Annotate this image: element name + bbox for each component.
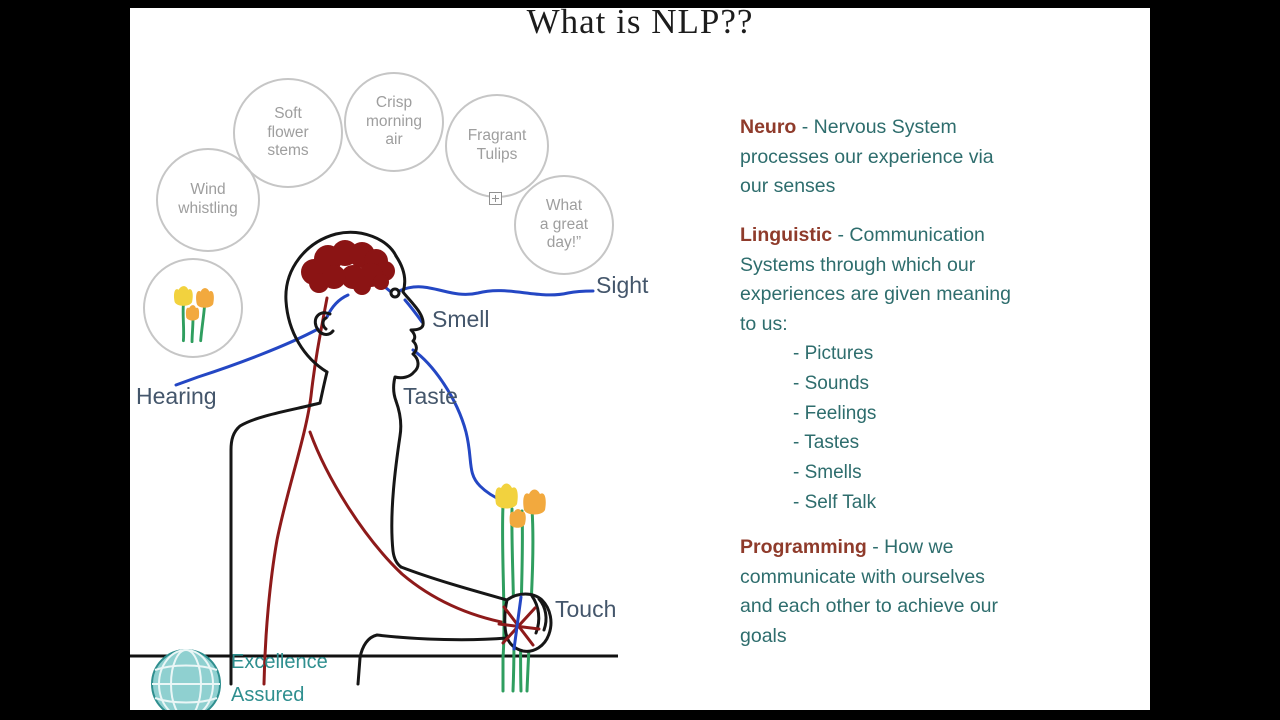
neck-back-shoulder-outline [229,370,329,686]
ear-icon [313,311,335,336]
nerve-taste-line [411,348,505,503]
globe-logo-icon [151,649,221,710]
thought-bubble-flowers-image [143,258,243,358]
hand-outline [503,592,553,653]
tulip-flowers-icon [495,483,546,528]
definition-body: - Nervous System processes our experienc… [740,116,994,197]
sense-label-smell: Smell [432,306,490,332]
person-senses-illustration [130,230,618,693]
torso-front-outline [390,399,403,569]
brain-icon [301,240,395,295]
definition-term: Linguistic [740,224,833,246]
logo-text-assured: Assured [231,684,305,706]
list-item: - Self Talk [793,491,877,513]
definition-body: - Communication Systems through which ou… [740,224,1012,335]
face-profile-outline [392,254,425,403]
nerve-sight-line [397,285,595,297]
sense-label-hearing: Hearing [136,383,217,409]
thought-bubble-label: Soft flower stems [267,104,309,160]
touch-nerve-cross [497,595,541,651]
nerve-lines [174,275,595,503]
tulips-icon [174,286,214,344]
thought-bubble-soft-flower-stems: Soft flower stems [233,78,343,188]
presentation-slide: What is NLP?? [130,8,1150,710]
page-title: What is NLP?? [526,8,754,41]
thought-bubble-crisp-morning-air: Crisp morning air [344,72,444,172]
definition-linguistic: Linguistic - Communication Systems throu… [740,221,1082,339]
thought-bubble-label: Crisp morning air [366,93,422,149]
list-item: - Smells [793,462,862,484]
definition-neuro: Neuro - Nervous System processes our exp… [740,113,1082,202]
head-outline [284,230,398,374]
thought-bubble-label: Wind whistling [178,181,238,217]
linguistic-items-list: - Pictures - Sounds - Feelings - Tastes … [793,339,876,518]
thought-bubble-wind: Wind whistling [156,148,260,252]
logo-text-excellence: Excellence [231,651,328,673]
forearm-top-outline [399,565,509,602]
definition-term: Neuro [740,116,797,138]
ear-inner-curl [321,316,328,331]
thought-bubble-fragrant-tulips: Fragrant Tulips [445,94,549,198]
forearm-bottom-outline [356,633,509,686]
list-item: - Pictures [793,343,874,364]
definition-body: - How we communicate with ourselves and … [740,536,999,647]
sense-label-touch: Touch [555,596,617,622]
sense-label-sight: Sight [596,272,649,298]
plus-handle-icon [489,192,502,205]
sense-label-taste: Taste [403,383,458,409]
thought-bubble-great-day: What a great day!” [514,175,614,275]
nerve-smell-line [403,298,424,324]
artery-lines [262,296,519,686]
list-item: - Feelings [793,402,877,424]
thought-bubble-label: What a great day!” [539,196,589,252]
thought-bubble-label: Fragrant Tulips [467,127,527,163]
definition-term: Programming [740,536,867,558]
person-outline [229,230,509,686]
nerve-hearing-line [174,327,320,387]
list-item: - Tastes [793,432,860,454]
list-item: - Sounds [793,372,870,394]
definition-programming: Programming - How we communicate with ou… [740,533,1082,651]
eye-icon [389,287,401,299]
